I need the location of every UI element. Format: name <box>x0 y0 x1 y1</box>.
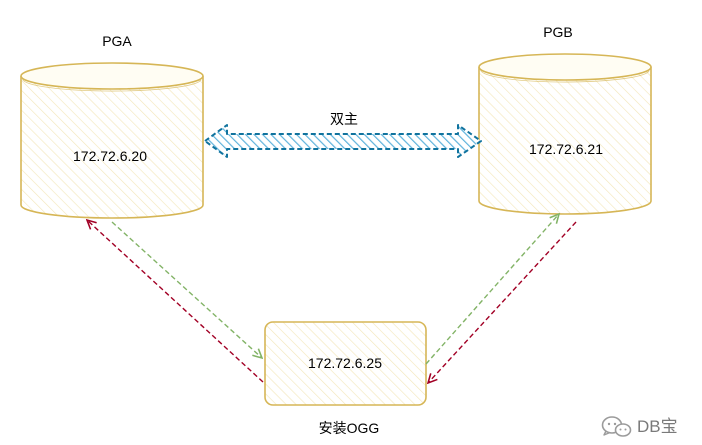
pgb-to-ogg-arrow <box>428 221 577 383</box>
pgb-database-node: PGB 172.72.6.21 <box>478 24 652 215</box>
dual-master-double-arrow <box>204 124 482 158</box>
pgb-ip: 172.72.6.21 <box>529 141 603 157</box>
pga-cylinder-body <box>20 76 204 219</box>
dual-master-label: 双主 <box>330 111 358 127</box>
ogg-node: 172.72.6.25 安装OGG <box>264 321 427 436</box>
pgb-cylinder-body <box>478 67 652 215</box>
pga-ip: 172.72.6.20 <box>73 148 147 164</box>
ogg-ip: 172.72.6.25 <box>308 355 382 371</box>
watermark-text: DB宝 <box>637 417 678 436</box>
pga-cylinder-top <box>20 62 204 90</box>
pga-to-ogg-arrow <box>111 221 262 358</box>
ogg-to-pga-arrow <box>87 220 264 383</box>
pgb-cylinder-top <box>478 53 652 81</box>
watermark: DB宝 <box>601 416 678 437</box>
dual-master-link: 双主 <box>204 111 482 158</box>
pga-title: PGA <box>102 33 132 49</box>
ogg-to-pgb-arrow <box>425 214 559 365</box>
pga-database-node: PGA 172.72.6.20 <box>20 33 204 219</box>
wechat-icon <box>601 416 632 437</box>
pgb-title: PGB <box>543 24 573 40</box>
ogg-caption: 安装OGG <box>319 420 380 436</box>
replication-arrows <box>87 214 577 383</box>
